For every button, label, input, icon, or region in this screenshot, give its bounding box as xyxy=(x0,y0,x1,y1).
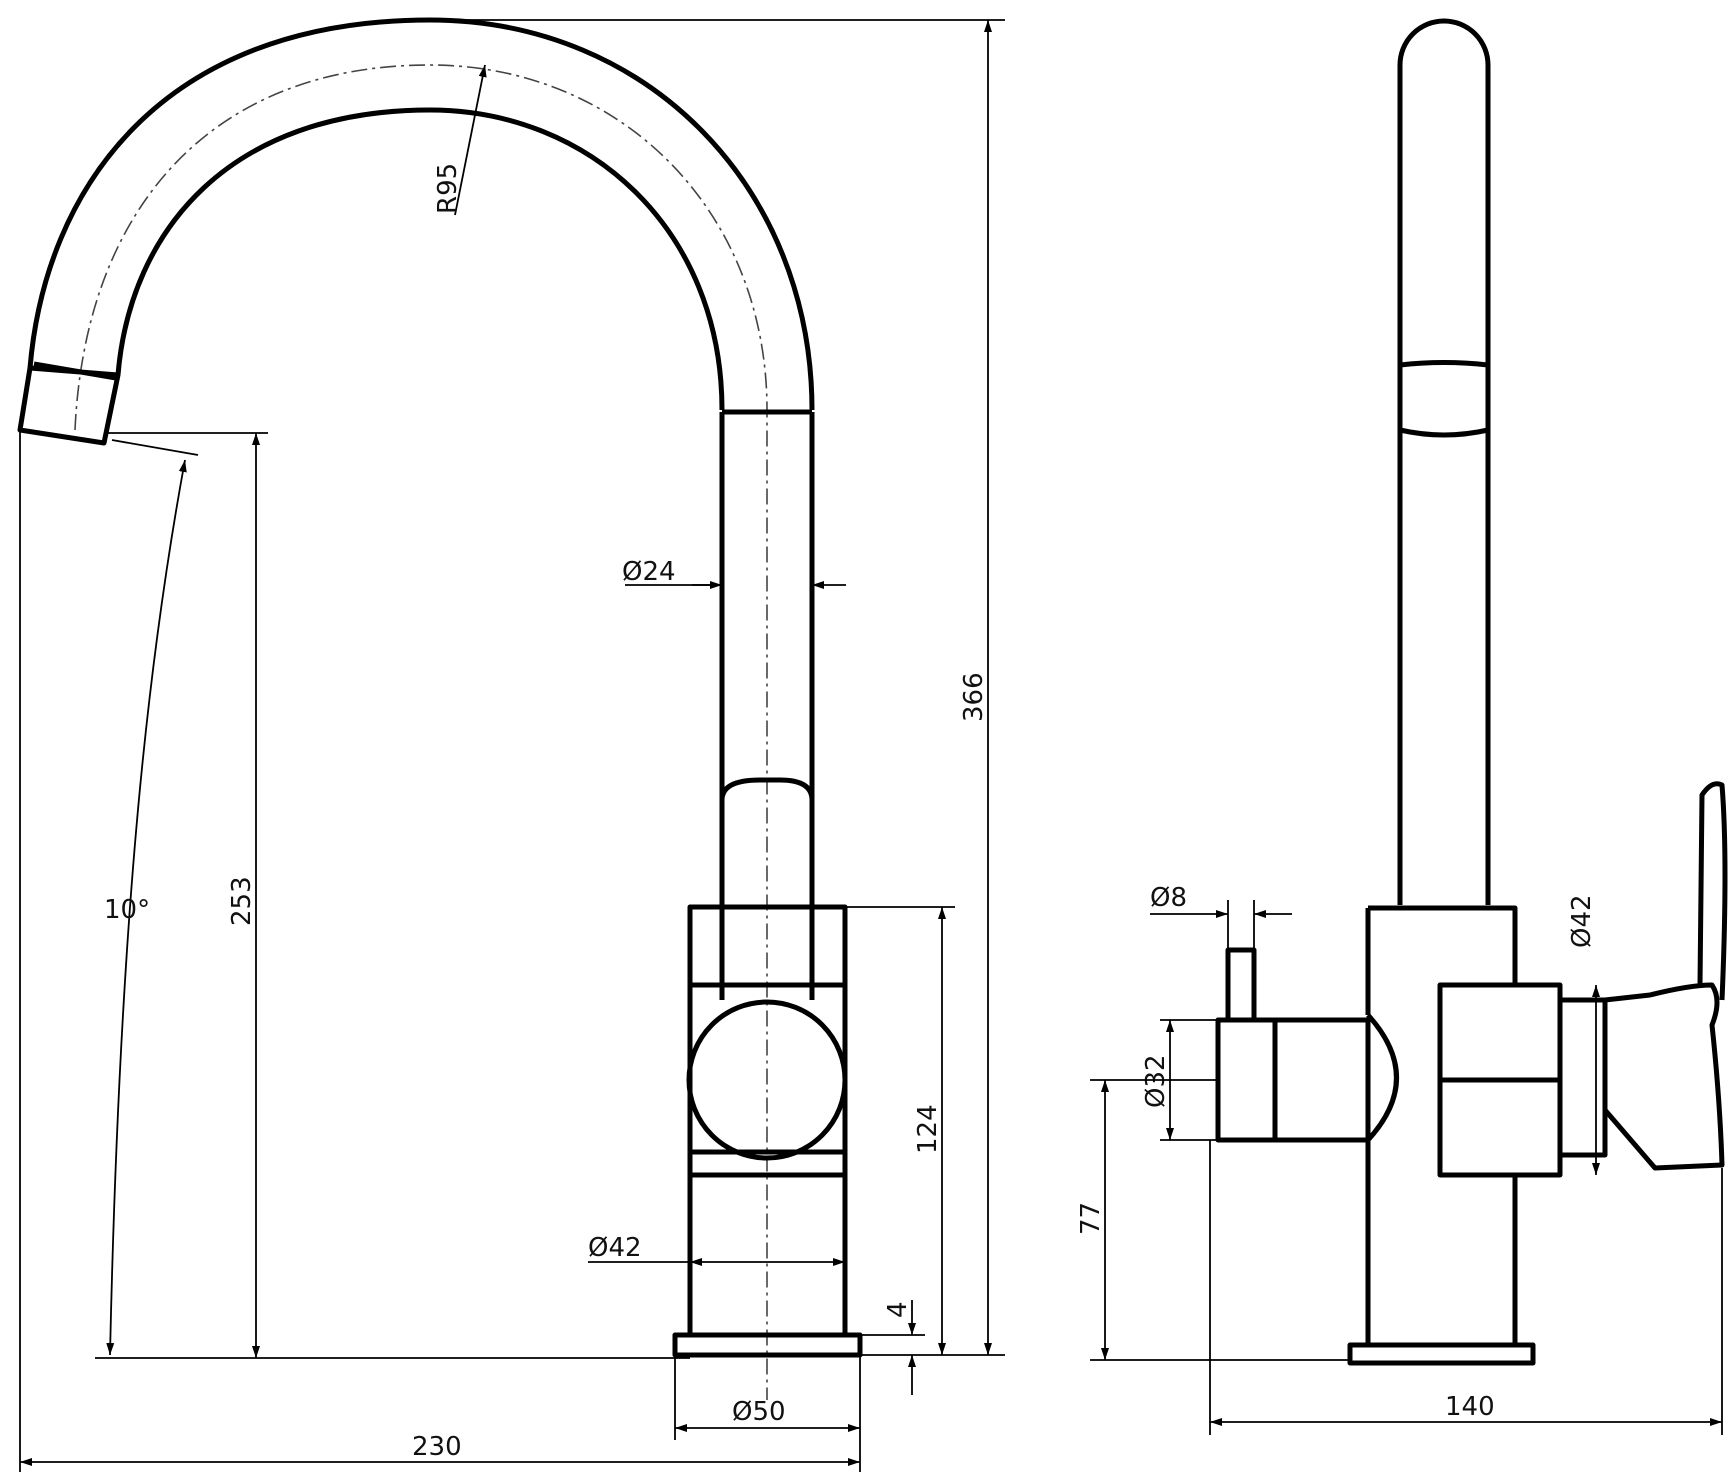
side-main-body xyxy=(1365,905,1518,1345)
dim-label-4: 4 xyxy=(883,1301,913,1318)
body-upper-block xyxy=(687,904,848,1155)
spout-vertical-pipe xyxy=(719,409,815,800)
side-boss-outer xyxy=(1272,1017,1371,1143)
handle-lever xyxy=(719,777,815,1000)
dim-label-77: 77 xyxy=(1076,1202,1106,1235)
side-boss-inner xyxy=(1215,1017,1278,1143)
dim-label-253: 253 xyxy=(227,876,257,926)
side-collar xyxy=(1557,997,1608,1158)
side-pin xyxy=(1225,947,1257,1023)
base-flange xyxy=(672,1332,863,1358)
spout-inner-arc xyxy=(115,107,725,411)
dim-label-d50: Ø50 xyxy=(732,1397,786,1427)
dim-arc-angle xyxy=(106,459,187,1356)
side-view: Ø8 Ø32 Ø42 77 140 xyxy=(1076,18,1728,1435)
side-lever-blade xyxy=(1697,781,1728,1001)
handle-cartridge-circle xyxy=(686,999,848,1161)
dim-ext-angle xyxy=(111,439,199,456)
dim-label-366: 366 xyxy=(959,672,989,722)
dim-label-d42-side: Ø42 xyxy=(1567,894,1597,948)
dim-label-d24: Ø24 xyxy=(622,557,676,587)
dim-label-140: 140 xyxy=(1445,1392,1495,1422)
dim-label-d32: Ø32 xyxy=(1141,1054,1171,1108)
dim-label-124: 124 xyxy=(913,1104,943,1154)
dim-label-d8: Ø8 xyxy=(1150,883,1187,913)
side-base-flange xyxy=(1347,1342,1536,1366)
side-lever-handle xyxy=(1602,982,1725,1171)
dim-label-r95: R95 xyxy=(433,163,463,214)
side-spout-band xyxy=(1399,360,1489,438)
spout-outlet-tip xyxy=(17,361,121,446)
dim-label-d42: Ø42 xyxy=(588,1233,642,1263)
dim-label-230: 230 xyxy=(412,1432,462,1462)
body-lower-block xyxy=(687,1152,848,1335)
spout-outer-arc xyxy=(27,17,815,411)
spout-centerline xyxy=(74,64,768,1400)
dim-line-r95 xyxy=(454,64,487,216)
side-dome xyxy=(1366,1013,1399,1142)
side-spout xyxy=(1397,18,1491,905)
front-view: R95 Ø24 366 253 10° 124 Ø42 4 xyxy=(17,17,1005,1472)
dim-label-angle: 10° xyxy=(104,895,150,925)
